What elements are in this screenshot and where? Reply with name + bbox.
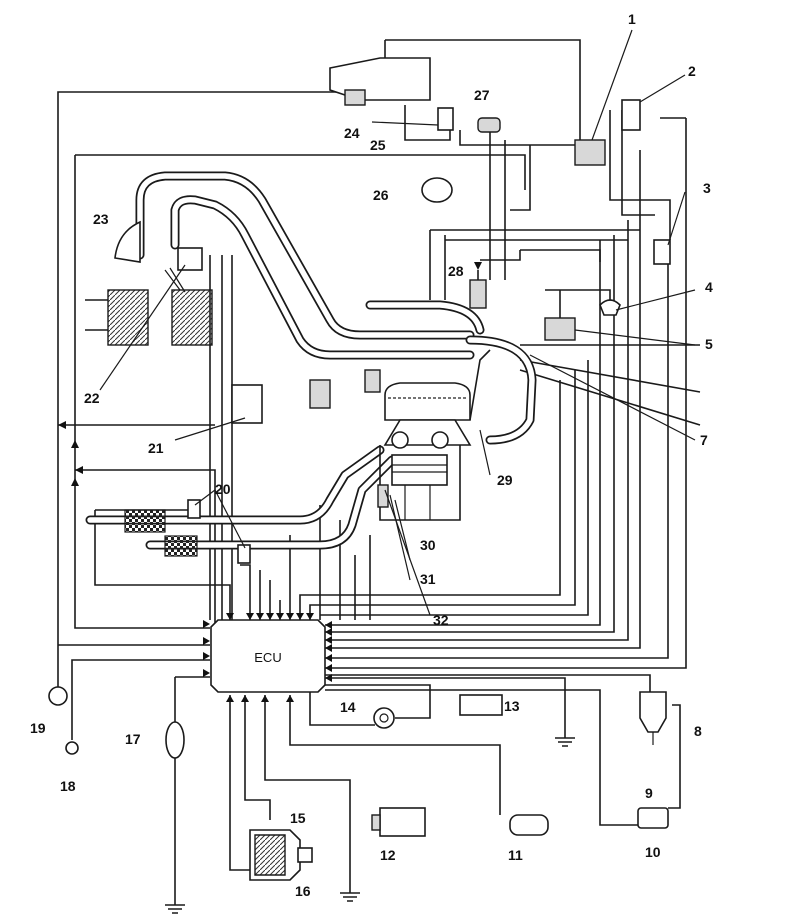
callout-2: 2 (688, 63, 696, 79)
air-filter (107, 289, 149, 346)
components (48, 57, 671, 881)
component-16 (297, 847, 313, 863)
callout-31: 31 (420, 571, 436, 587)
callout-13: 13 (504, 698, 520, 714)
callout-30: 30 (420, 537, 436, 553)
component-17 (165, 721, 185, 759)
catalytic-converter-1 (124, 509, 166, 533)
callout-19: 19 (30, 720, 46, 736)
exhaust-pipes (85, 445, 397, 557)
component-20b (237, 544, 251, 564)
callout-labels: 1 2 3 4 5 7 8 9 10 11 12 13 14 15 16 17 … (30, 11, 713, 899)
callout-1: 1 (628, 11, 636, 27)
callout-32: 32 (433, 612, 449, 628)
component-20a (187, 499, 201, 519)
intake-hoses (135, 171, 537, 445)
component-25 (437, 107, 454, 131)
component-8 (639, 691, 667, 733)
callout-18: 18 (60, 778, 76, 794)
component-11 (509, 814, 549, 836)
piston (391, 454, 448, 486)
callout-24: 24 (344, 125, 360, 141)
callout-10: 10 (645, 844, 661, 860)
component-29 (469, 349, 491, 421)
component-19 (48, 686, 68, 706)
component-21 (231, 384, 263, 424)
component-26 (421, 177, 453, 203)
engine-block (377, 262, 487, 521)
callout-11: 11 (508, 847, 523, 863)
callout-23: 23 (93, 211, 109, 227)
callout-3: 3 (703, 180, 711, 196)
component-14 (373, 707, 395, 729)
callout-4: 4 (705, 279, 713, 295)
component-3 (653, 239, 671, 265)
callout-21: 21 (148, 440, 164, 456)
injector-28 (469, 279, 487, 309)
callout-25: 25 (370, 137, 386, 153)
component-5 (544, 317, 576, 341)
component-2 (621, 99, 641, 131)
component-1 (574, 139, 606, 166)
component-18 (65, 741, 79, 755)
ecu-label: ECU (254, 650, 281, 665)
callout-14: 14 (340, 699, 356, 715)
wiring-harness (57, 39, 701, 905)
callout-22: 22 (84, 390, 100, 406)
callout-9: 9 (645, 785, 653, 801)
callout-16: 16 (295, 883, 311, 899)
callout-29: 29 (497, 472, 513, 488)
ground-symbols (165, 737, 575, 914)
component-13 (459, 694, 503, 716)
callout-8: 8 (694, 723, 702, 739)
callout-7: 7 (700, 432, 708, 448)
component-12 (379, 807, 426, 837)
callout-20: 20 (215, 481, 231, 497)
ecu-module: ECU (210, 619, 326, 693)
callout-12: 12 (380, 847, 396, 863)
callout-15: 15 (290, 810, 306, 826)
component-27 (477, 117, 501, 133)
ecu-input-arrows (58, 421, 332, 702)
component-23 (114, 220, 141, 263)
catalytic-converter-2 (164, 535, 198, 557)
component-22 (177, 247, 203, 271)
callout-26: 26 (373, 187, 389, 203)
component-4 (599, 299, 621, 316)
callout-27: 27 (474, 87, 490, 103)
callout-17: 17 (125, 731, 141, 747)
component-9-10 (637, 807, 669, 829)
leader-lines (99, 29, 696, 616)
spark-plug (377, 484, 389, 508)
callout-28: 28 (448, 263, 464, 279)
callout-5: 5 (705, 336, 713, 352)
